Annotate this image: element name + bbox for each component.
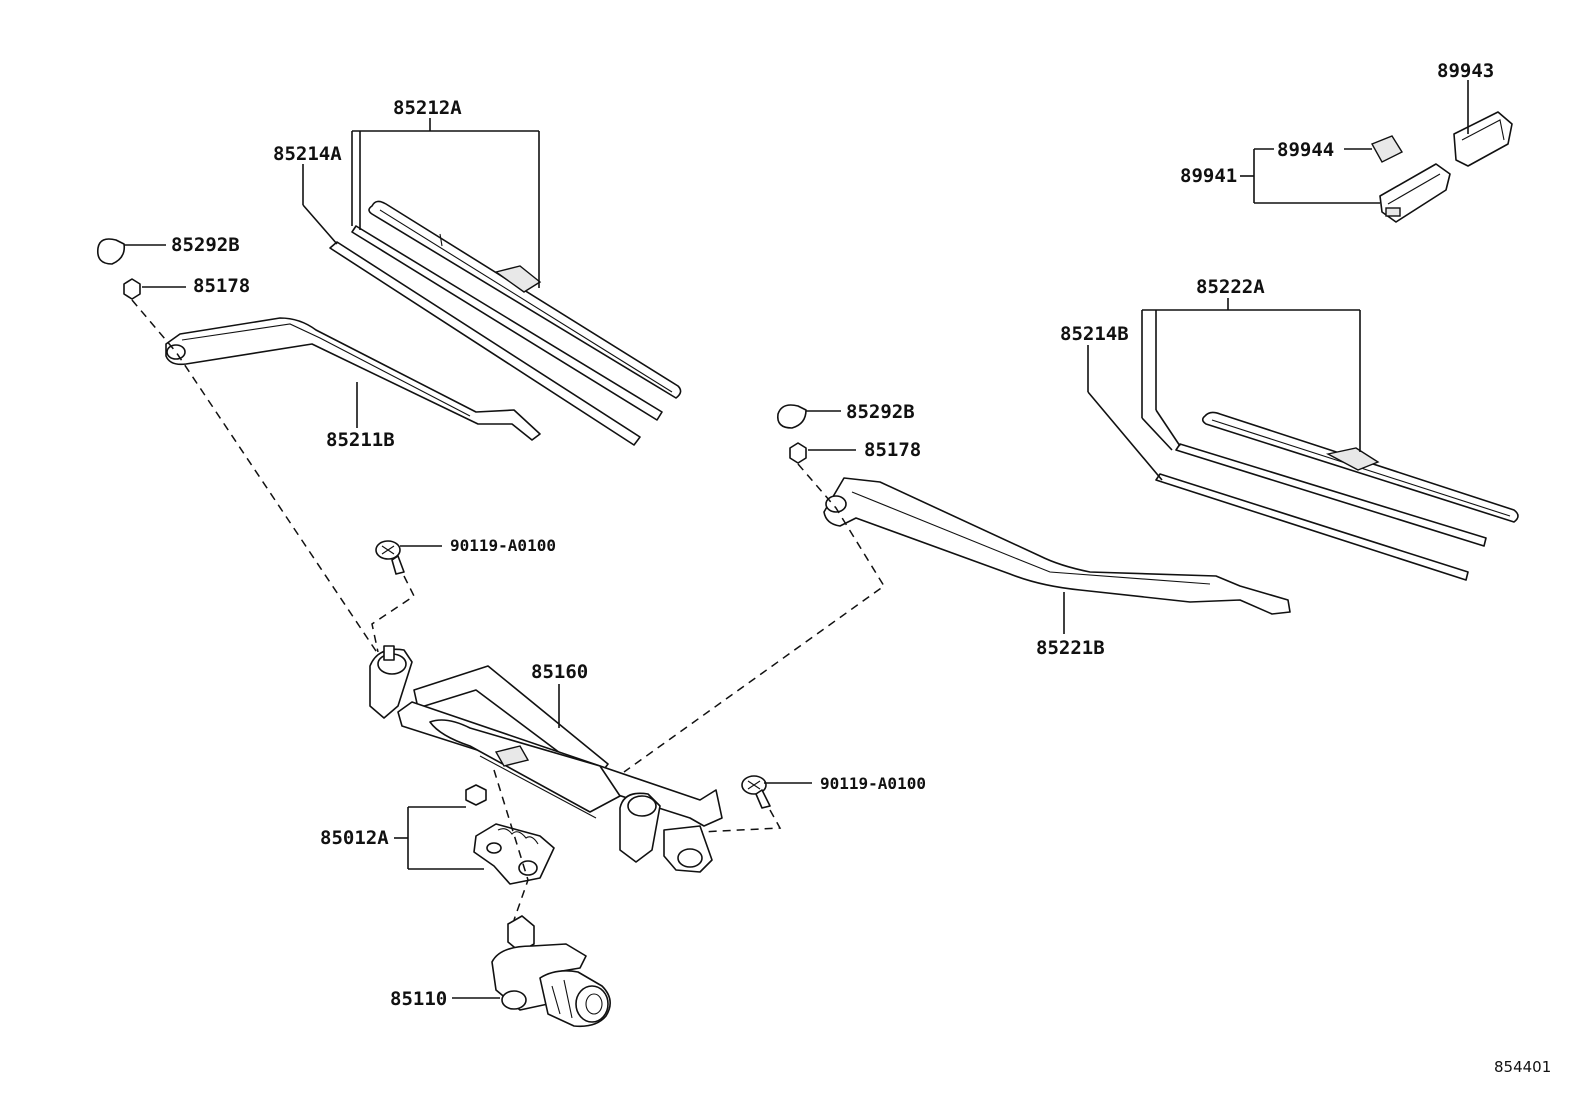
label-89943: 89943 [1437,60,1494,82]
right-arm-cap [776,404,807,429]
part-89941 [1379,163,1451,223]
right-bolt-dashline [699,809,782,833]
bolt-90119-right [741,775,771,809]
left-assembly-dashline [131,299,383,661]
label-85178-right: 85178 [864,439,921,461]
right-arm-nut [789,442,807,464]
label-85160: 85160 [531,661,588,683]
label-89941: 89941 [1180,165,1237,187]
right-assembly-dashline [623,463,886,773]
label-90119-right: 90119-A0100 [820,774,926,793]
leader-85222A [1141,298,1361,452]
label-85012A: 85012A [320,827,389,849]
illustration-id: 854401 [1494,1058,1551,1076]
left-wiper-arm-85211B [165,317,541,441]
label-89944: 89944 [1277,139,1334,161]
bracket-85012A [465,784,555,885]
label-85178-left: 85178 [193,275,250,297]
leader-89941 [1240,148,1380,204]
left-arm-cap [96,238,126,265]
label-85292B-left: 85292B [171,234,240,256]
label-85221B: 85221B [1036,637,1105,659]
leader-85214B [1087,345,1163,481]
right-wiper-arm-85221B [823,477,1291,615]
leader-85212A [351,118,540,288]
left-bolt-dashline [371,575,415,653]
motor-dashline [493,769,529,921]
bolt-90119-left [375,540,405,575]
label-90119-left: 90119-A0100 [450,536,556,555]
part-89943 [1453,111,1513,167]
label-85211B: 85211B [326,429,395,451]
wiper-motor-85110 [491,915,611,1028]
wiper-linkage-85160 [369,645,723,873]
leader-85012A [394,806,484,870]
label-85110: 85110 [390,988,447,1010]
label-85292B-right: 85292B [846,401,915,423]
part-89944 [1371,135,1404,163]
label-85214A: 85214A [273,143,342,165]
right-wiper-blade-85222A [1155,411,1519,581]
label-85212A: 85212A [393,97,462,119]
label-85214B: 85214B [1060,323,1129,345]
leader-85214A [302,164,338,245]
left-wiper-blade-85212A [329,200,682,446]
label-85222A: 85222A [1196,276,1265,298]
left-arm-nut [123,278,141,300]
